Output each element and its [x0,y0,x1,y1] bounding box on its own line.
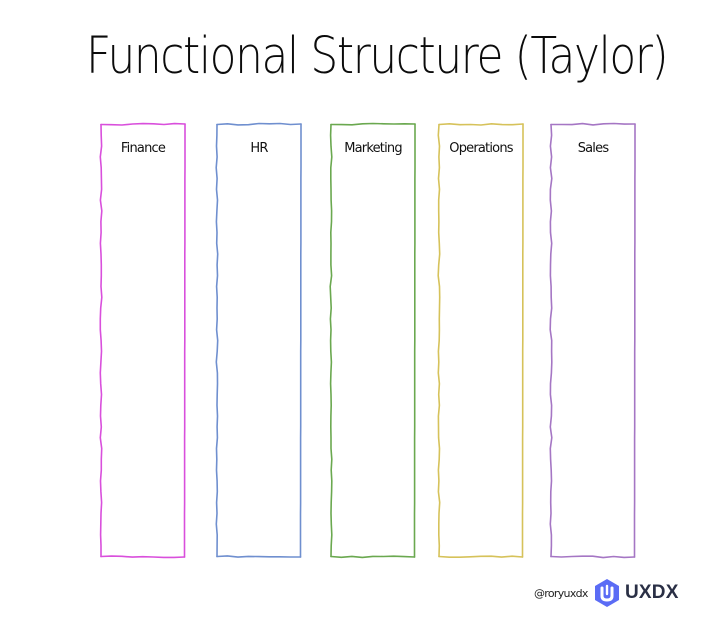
column-frame-edge [330,122,416,126]
column-frame [215,122,302,558]
column-frame-edge [99,123,103,558]
column-label-operations: Operations [449,141,513,156]
column-frame-edge [633,123,636,558]
column-frame-edge [438,123,524,126]
column-label-marketing: Marketing [344,141,402,156]
column-frame-edge [521,123,524,558]
column-frame [549,122,636,559]
column-frame-edge [549,123,553,558]
uxdx-logo: UXDX [594,578,679,608]
uxdx-hexagon-icon [595,579,619,607]
column-frame-edge [215,123,219,558]
column-frame-edge [216,122,302,126]
column-frame-edge [299,123,302,558]
column-finance: Finance [99,122,186,559]
author-handle: @roryuxdx [534,587,588,600]
column-sales: Sales [549,122,636,559]
column-frame-edge [550,555,636,559]
column-frame-edge [550,122,636,126]
column-hr: HR [215,122,302,558]
column-frame-edge [216,555,302,558]
column-label-hr: HR [250,141,268,156]
column-operations: Operations [437,123,524,558]
column-frame-edge [329,123,333,558]
column-label-sales: Sales [577,141,609,156]
column-frame-edge [438,555,524,558]
column-marketing: Marketing [329,122,416,559]
column-frame [99,122,186,559]
column-frame-edge [437,123,441,558]
column-frame [437,123,524,558]
column-frame-edge [100,555,186,559]
column-frame [329,122,416,559]
column-frame-edge [183,123,186,558]
column-frame-edge [330,555,416,559]
page-title: Functional Structure (Taylor) [86,27,669,86]
uxdx-logo-text: UXDX [625,582,679,603]
column-frame-edge [413,123,416,558]
column-frame-edge [100,122,186,126]
column-label-finance: Finance [120,141,166,156]
